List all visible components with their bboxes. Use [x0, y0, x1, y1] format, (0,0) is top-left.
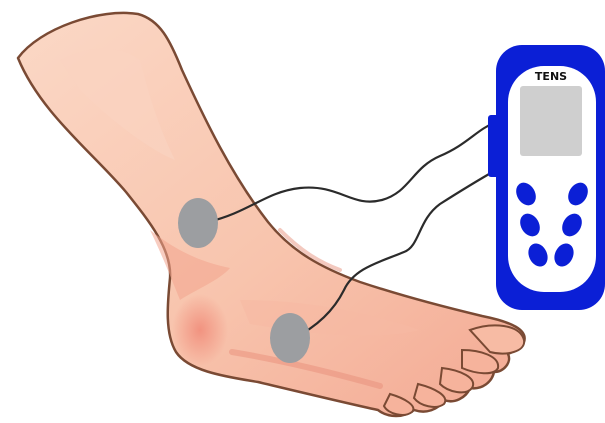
calf-electrode	[178, 198, 218, 248]
leg-illustration	[18, 13, 525, 416]
device-screen	[520, 86, 582, 156]
device-label: TENS	[535, 70, 567, 83]
ankle-electrode	[270, 313, 310, 363]
tens-device: TENS	[488, 45, 605, 310]
